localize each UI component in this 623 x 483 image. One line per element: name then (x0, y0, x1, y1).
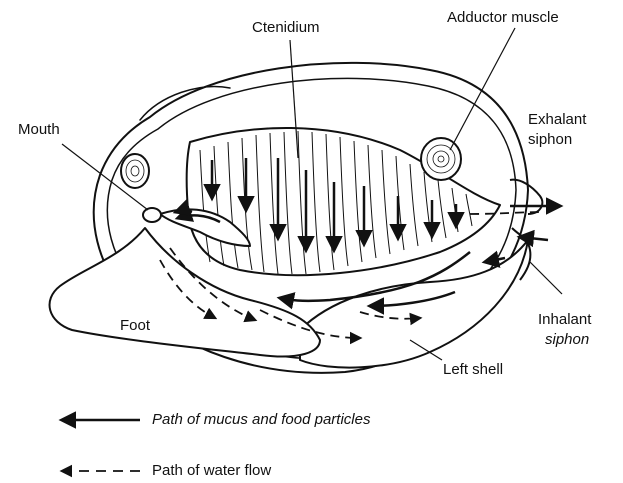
label-adductor-muscle: Adductor muscle (447, 10, 559, 26)
label-exhalant-siphon: siphon (528, 132, 572, 148)
label-mouth: Mouth (18, 122, 60, 138)
legend-mucus-label: Path of mucus and food particles (152, 412, 370, 428)
anterior-adductor (121, 154, 149, 188)
legend-marks (62, 420, 140, 471)
mouth-opening (143, 208, 161, 222)
label-left-shell: Left shell (443, 362, 503, 378)
label-inhalant-siphon: siphon (545, 332, 589, 348)
label-foot: Foot (120, 318, 150, 334)
label-inhalant: Inhalant (538, 312, 591, 328)
label-ctenidium: Ctenidium (252, 20, 320, 36)
legend-water-label: Path of water flow (152, 463, 271, 479)
label-exhalant: Exhalant (528, 112, 586, 128)
